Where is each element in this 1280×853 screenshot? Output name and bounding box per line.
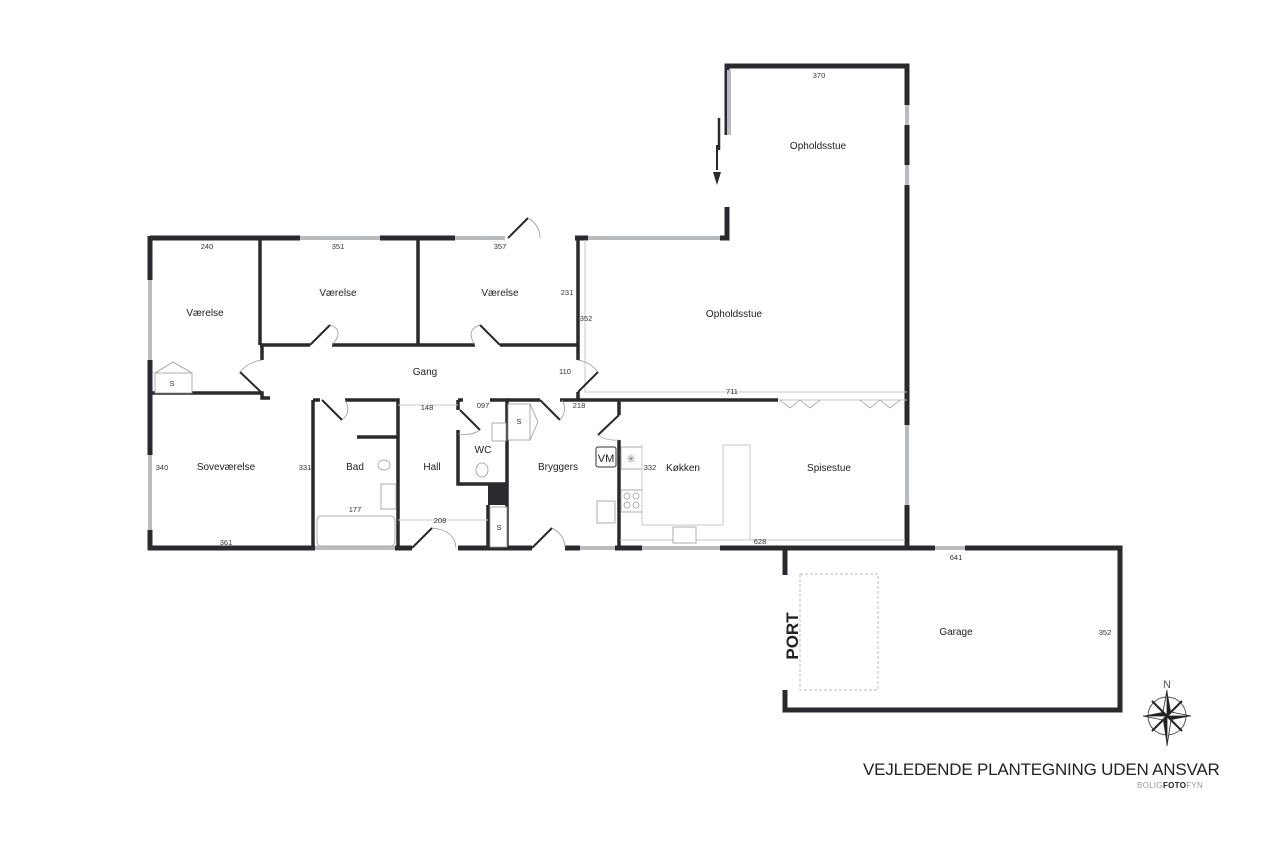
dimension-label: 097: [477, 401, 490, 410]
exterior-walls: [147, 63, 910, 551]
bath-toilet: [377, 459, 391, 471]
doors: [239, 217, 901, 549]
dimension-label: 641: [950, 553, 963, 562]
dimension-label: 370: [813, 71, 826, 80]
room-opholdsstue: Opholdsstue: [706, 309, 763, 320]
dimension-label: 148: [421, 403, 434, 412]
closet: [154, 372, 193, 394]
dimension-label: 110: [559, 367, 571, 376]
room-gang: Gang: [413, 367, 437, 378]
room-sovevaerelse: Soveværelse: [197, 462, 256, 473]
dimension-label: 711: [726, 387, 738, 396]
bath-sink: [380, 483, 397, 510]
brand-part: BOLIG: [1137, 781, 1163, 790]
dimension-label: 177: [349, 505, 362, 514]
car-outline: [799, 573, 879, 691]
brand-logo: BOLIGFOTOFYN: [1137, 781, 1203, 790]
stove: [620, 489, 643, 513]
dimension-label: 240: [201, 242, 214, 251]
dimension-label: 628: [754, 537, 767, 546]
dimension-label: 208: [434, 516, 447, 525]
room-bryggers: Bryggers: [538, 462, 578, 473]
dimension-label: 340: [156, 463, 169, 472]
room-vaerelse: Værelse: [186, 308, 224, 319]
svg-text:✳: ✳: [626, 452, 636, 466]
dimension-label: 352: [580, 314, 593, 323]
room-bad: Bad: [346, 462, 364, 473]
wc-toilet: [475, 462, 489, 478]
compass-north-label: N: [1163, 679, 1171, 691]
brand-part: FYN: [1186, 781, 1204, 790]
interior-walls: [150, 238, 907, 548]
room-garage: Garage: [939, 627, 973, 638]
dimension-label: 331: [299, 463, 312, 472]
room-labels: Opholdsstue Værelse Værelse Værelse Opho…: [186, 141, 973, 638]
closet: [489, 506, 508, 548]
garage-port-label: PORT: [783, 612, 802, 660]
closet-label: S: [169, 379, 174, 388]
dimension-label: 357: [494, 242, 507, 251]
utility-sink: [596, 500, 616, 524]
washer-label: VM: [598, 453, 615, 465]
closet-label: S: [496, 523, 501, 532]
kitchen-sink: [672, 526, 697, 544]
bathtub: [316, 515, 396, 547]
room-hall: Hall: [423, 462, 440, 473]
dimension-label: 351: [332, 242, 345, 251]
wc-sink: [491, 422, 507, 442]
brand-part: FOTO: [1162, 781, 1187, 790]
compass-icon: N: [1142, 679, 1192, 747]
room-opholdsstue: Opholdsstue: [790, 141, 847, 152]
room-wc: WC: [475, 445, 492, 456]
room-kokken: Køkken: [666, 463, 700, 474]
garage-walls: PORT: [782, 545, 1123, 713]
dimension-label: 361: [220, 538, 233, 547]
closet-label: S: [516, 417, 521, 426]
dimension-label: 218: [573, 401, 586, 410]
washer: [595, 446, 617, 468]
room-spisestue: Spisestue: [807, 463, 851, 474]
room-vaerelse: Værelse: [481, 288, 519, 299]
dimension-labels: 370 240 351 357 231 352 110 711 148 097 …: [156, 71, 1112, 637]
room-vaerelse: Værelse: [319, 288, 357, 299]
disclaimer-text: VEJLEDENDE PLANTEGNING UDEN ANSVAR: [863, 760, 1220, 779]
entrance-arrow-icon: [713, 172, 721, 185]
dimension-label: 231: [561, 288, 574, 297]
dimension-label: 352: [1099, 628, 1112, 637]
dimension-label: 332: [644, 463, 657, 472]
closet: [507, 403, 531, 441]
fixtures: S S S VM ✳: [154, 361, 879, 691]
